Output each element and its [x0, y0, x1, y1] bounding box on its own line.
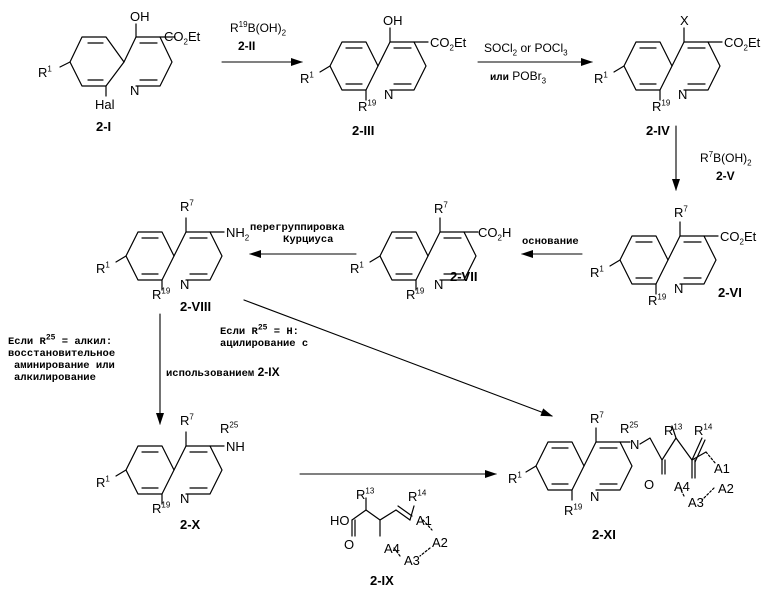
- amine-label-2VIII: NH2: [226, 226, 249, 239]
- arrow-2VIII-to-2XI: [244, 300, 552, 416]
- condition-boronic-r7: R7B(OH)2: [700, 152, 752, 166]
- compound-2-VII: 2-VII: [450, 270, 477, 283]
- structure-2-VI: [610, 222, 718, 294]
- compound-2-X: 2-X: [180, 518, 200, 531]
- compound-2-III: 2-III: [352, 124, 374, 137]
- a2-label-2IX: A2: [432, 536, 448, 549]
- structure-2-X: [116, 432, 224, 504]
- r19-label-2XI: R19: [564, 504, 582, 517]
- ester-label-2VI: CO2Et: [720, 230, 756, 243]
- r14-label-2IX: R14: [408, 490, 426, 503]
- r7-label-2XI: R7: [590, 412, 604, 425]
- r7-label-2VIII: R7: [180, 200, 194, 213]
- nitrogen-label-2I: N: [130, 84, 139, 97]
- reagent-2-V: 2-V: [716, 170, 735, 184]
- r7-label-2VII: R7: [434, 202, 448, 215]
- hydroxy-label-2III: OH: [383, 14, 403, 27]
- r1-label-2X: R1: [96, 476, 110, 489]
- nitrogen-label-2VI: N: [674, 282, 683, 295]
- compound-2-IV: 2-IV: [646, 124, 670, 137]
- hydroxy-label-2I: OH: [130, 10, 150, 23]
- r19-label-2X: R19: [152, 502, 170, 515]
- compound-2-VIII: 2-VIII: [180, 300, 211, 313]
- condition-chlorination: SOCl2 or POCl3: [484, 42, 568, 56]
- r1-label-2IV: R1: [594, 72, 608, 85]
- compound-2-IX: 2-IX: [370, 574, 394, 587]
- a4-label-2XI: A4: [674, 480, 690, 493]
- a3-label-2IX: A3: [404, 554, 420, 567]
- a1-label-2IX: A1: [416, 514, 432, 527]
- carbonyl-o-label-2XI: O: [644, 478, 654, 491]
- nitrogen-label-2III: N: [384, 88, 393, 101]
- r1-label-2VIII: R1: [96, 262, 110, 275]
- ester-label-2I: CO2Et: [164, 30, 200, 43]
- condition-boronic-r19: R19B(OH)2: [230, 22, 286, 36]
- amide-n-label-2XI: N: [630, 438, 639, 451]
- hydroxyl-label-2IX: HO: [330, 514, 350, 527]
- oxygen-label-2IX: O: [344, 538, 354, 551]
- compound-2-XI: 2-XI: [592, 528, 616, 541]
- r25-label-2X: R25: [220, 422, 238, 435]
- r1-label-2XI: R1: [508, 472, 522, 485]
- r7-label-2X: R7: [180, 414, 194, 427]
- r25-label-2XI: R25: [620, 422, 638, 435]
- r1-label-2VII: R1: [350, 262, 364, 275]
- nitrogen-label-2XI: N: [590, 490, 599, 503]
- nitrogen-label-2X: N: [180, 492, 189, 505]
- r13-label-2IX: R13: [356, 488, 374, 501]
- nitrogen-label-2VII: N: [434, 278, 443, 291]
- r19-label-2VII: R19: [406, 288, 424, 301]
- acid-label-2VII: CO2H: [478, 226, 511, 239]
- r19-label-2VI: R19: [648, 294, 666, 307]
- a2-label-2XI: A2: [718, 482, 734, 495]
- r19-label-2VIII: R19: [152, 288, 170, 301]
- r1-label-2VI: R1: [590, 266, 604, 279]
- halogen-label-2I: Hal: [95, 98, 115, 111]
- r19-label-2III: R19: [358, 100, 376, 113]
- r13-label-2XI: R13: [664, 424, 682, 437]
- x-label-2IV: X: [680, 14, 689, 27]
- r7-label-2VI: R7: [674, 206, 688, 219]
- compound-2-VI: 2-VI: [718, 286, 742, 299]
- nitrogen-label-2IV: N: [678, 88, 687, 101]
- structure-2-III: [320, 28, 428, 100]
- structure-2-I: [60, 24, 175, 96]
- condition-acylation-reagent: использованием 2-IX: [166, 366, 280, 380]
- r19-label-2IV: R19: [652, 100, 670, 113]
- condition-bromination: или POBr3: [490, 70, 546, 84]
- condition-base: основание: [522, 236, 579, 248]
- compound-2-I: 2-I: [96, 120, 111, 133]
- r1-label-2I: R1: [38, 66, 52, 79]
- reagent-2-II: 2-II: [238, 40, 255, 54]
- structure-2-IV: [614, 28, 722, 100]
- condition-alkylation: Если R25 = алкил: восстановительное амин…: [8, 336, 115, 384]
- r1-label-2III: R1: [300, 72, 314, 85]
- ester-label-2IV: CO2Et: [724, 36, 760, 49]
- nitrogen-label-2VIII: N: [180, 278, 189, 291]
- ester-label-2III: CO2Et: [430, 36, 466, 49]
- a4-label-2IX: A4: [384, 542, 400, 555]
- nh-label-2X: NH: [226, 440, 245, 453]
- r14-label-2XI: R14: [694, 424, 712, 437]
- condition-curtius: перегруппировкаКурциуса: [250, 222, 345, 246]
- condition-acylation: Если R25 = H: ацилирование с: [220, 326, 308, 350]
- a1-label-2XI: A1: [714, 462, 730, 475]
- a3-label-2XI: A3: [688, 496, 704, 509]
- structure-2-VIII: [116, 218, 224, 290]
